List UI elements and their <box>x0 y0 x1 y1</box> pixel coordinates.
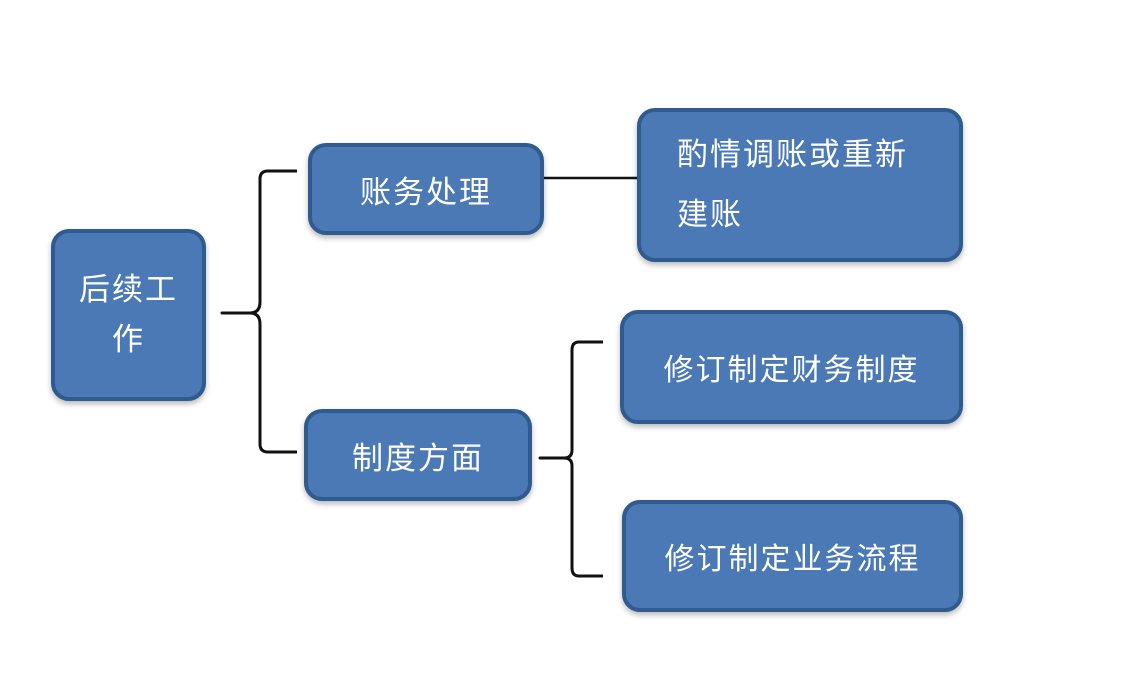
zhidu-brace <box>538 340 603 578</box>
branch-node-policy: 制度方面 <box>304 409 532 501</box>
leaf-node-rebuild-accounts-label: 酌情调账或重新建账 <box>677 137 908 233</box>
leaf-node-business-process: 修订制定业务流程 <box>622 500 963 612</box>
root-node-label: 后续工作 <box>79 272 178 358</box>
branch-node-policy-label: 制度方面 <box>352 440 484 477</box>
root-brace <box>220 169 297 454</box>
leaf-node-business-process-label: 修订制定业务流程 <box>664 542 921 577</box>
leaf-node-financial-policy-label: 修订制定财务制度 <box>663 353 920 388</box>
leaf-node-rebuild-accounts: 酌情调账或重新建账 <box>637 108 963 262</box>
branch-node-accounting: 账务处理 <box>308 143 544 235</box>
root-node: 后续工作 <box>51 229 206 401</box>
branch-node-accounting-label: 账务处理 <box>360 174 492 211</box>
leaf-node-financial-policy: 修订制定财务制度 <box>620 310 963 424</box>
